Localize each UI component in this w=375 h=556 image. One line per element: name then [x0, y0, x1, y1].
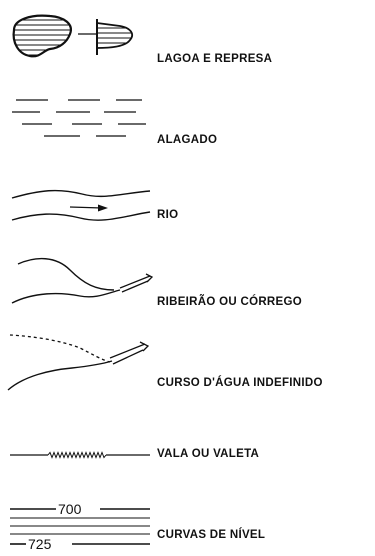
ribeirao-corrego-symbol — [11, 257, 154, 304]
alagado-symbol — [12, 99, 146, 137]
curso-dagua-indefinido-symbol — [7, 334, 150, 391]
vala-valeta-symbol — [10, 451, 150, 459]
legend-label-curso-dagua-indefinido: CURSO D'ÁGUA INDEFINIDO — [157, 377, 323, 389]
legend-label-alagado: ALAGADO — [157, 134, 218, 146]
contour-label-700: 700 — [58, 501, 82, 517]
rio-symbol — [11, 189, 151, 221]
legend-label-vala-valeta: VALA OU VALETA — [157, 448, 260, 460]
legend-label-lagoa-represa: LAGOA E REPRESA — [157, 53, 273, 65]
legend-label-rio: RIO — [157, 209, 179, 221]
contour-label-725: 725 — [28, 536, 52, 552]
lagoa-represa-symbol — [12, 14, 133, 58]
curvas-de-nivel-symbol — [10, 508, 150, 545]
legend-label-curvas-de-nivel: CURVAS DE NÍVEL — [157, 529, 266, 541]
legend-label-ribeirao-corrego: RIBEIRÃO OU CÓRREGO — [157, 296, 302, 308]
